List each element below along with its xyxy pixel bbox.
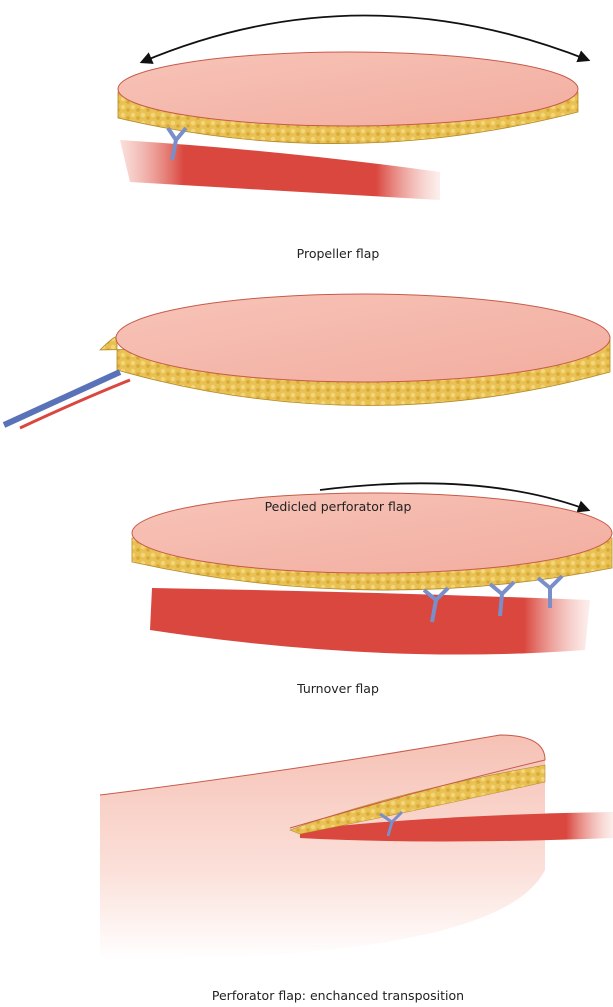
muscle [150, 588, 590, 655]
fat-layer [289, 764, 546, 835]
skin-surface [115, 293, 611, 383]
muscle [300, 812, 613, 842]
skin-base [100, 735, 545, 960]
pedicle-vein [2, 369, 122, 428]
flap-skin-edge [99, 734, 546, 829]
caption-turnover-flap: Turnover flap [297, 681, 379, 696]
rotation-arrow [139, 14, 591, 64]
propeller-flap-illustration [117, 14, 591, 200]
turnover-flap-illustration [131, 482, 613, 655]
skin-surface [131, 492, 613, 574]
pedicled-perforator-flap-illustration [2, 293, 611, 430]
caption-propeller-flap: Propeller flap [296, 246, 380, 261]
caption-pedicled-perforator-flap: Pedicled perforator flap [264, 499, 412, 514]
muscle [120, 140, 440, 200]
perforator-vessel [166, 126, 188, 161]
transposition-flap-illustration [99, 734, 613, 960]
pedicle-artery [19, 378, 131, 430]
rotation-arrow [319, 482, 591, 513]
perforator-vessel [379, 810, 404, 837]
perforator-vessels [422, 574, 564, 623]
caption-enhanced-transposition: Perforator flap: enchanced transposition [211, 988, 465, 1003]
skin-surface [117, 51, 579, 127]
